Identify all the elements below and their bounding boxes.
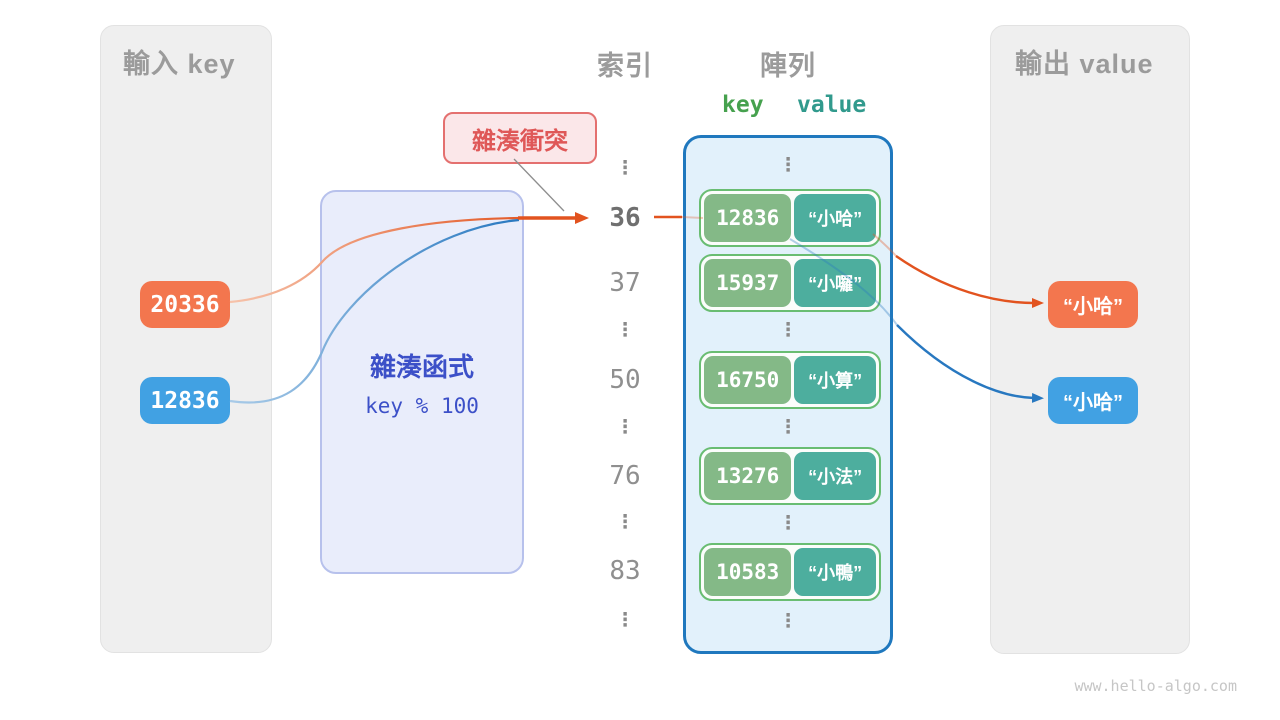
array-key-header: key xyxy=(722,92,764,118)
index-cell-76: 76 xyxy=(609,461,641,491)
pair-key-box: 15937 xyxy=(704,259,792,307)
array-pair-12836: 12836 “小哈” xyxy=(699,189,881,247)
index-ellipsis: ⋮ xyxy=(615,319,635,341)
array-value-header: value xyxy=(797,92,867,118)
array-pair-15937: 15937 “小囉” xyxy=(699,254,881,312)
pair-key-box: 13276 xyxy=(704,452,792,500)
pair-value-box: “小鴨” xyxy=(794,548,876,596)
pair-value-box: “小算” xyxy=(794,356,876,404)
output-value-orange: “小哈” xyxy=(1048,281,1138,328)
array-ellipsis: ⋮ xyxy=(778,319,798,341)
input-key-12836: 12836 xyxy=(140,377,230,424)
index-cell-83: 83 xyxy=(609,556,641,586)
index-column-title: 索引 xyxy=(597,51,653,81)
input-panel-title: 輸入 key xyxy=(123,49,236,79)
pair-value-box: “小法” xyxy=(794,452,876,500)
hash-collision-badge: 雜湊衝突 xyxy=(443,112,597,164)
hash-function-box: 雜湊函式 key % 100 xyxy=(320,190,524,574)
input-key-20336: 20336 xyxy=(140,281,230,328)
pair-key-box: 10583 xyxy=(704,548,792,596)
pair-key-box: 16750 xyxy=(704,356,792,404)
pair-value-box: “小哈” xyxy=(794,194,876,242)
input-panel xyxy=(100,25,272,653)
watermark: www.hello-algo.com xyxy=(1074,677,1237,695)
index-ellipsis: ⋮ xyxy=(615,416,635,438)
pair-key-box: 12836 xyxy=(704,194,792,242)
index-cell-36: 36 xyxy=(609,203,641,233)
hash-function-formula: key % 100 xyxy=(365,394,479,418)
index-ellipsis: ⋮ xyxy=(615,511,635,533)
output-panel xyxy=(990,25,1190,654)
pair-value-box: “小囉” xyxy=(794,259,876,307)
index-ellipsis: ⋮ xyxy=(615,157,635,179)
hash-function-title: 雜湊函式 xyxy=(369,352,474,382)
array-pair-10583: 10583 “小鴨” xyxy=(699,543,881,601)
array-column-title: 陣列 xyxy=(760,51,816,81)
index-cell-37: 37 xyxy=(609,268,641,298)
array-pair-13276: 13276 “小法” xyxy=(699,447,881,505)
index-cell-50: 50 xyxy=(609,365,641,395)
output-value-blue: “小哈” xyxy=(1048,377,1138,424)
index-ellipsis: ⋮ xyxy=(615,609,635,631)
array-ellipsis: ⋮ xyxy=(778,610,798,632)
array-ellipsis: ⋮ xyxy=(778,416,798,438)
array-ellipsis: ⋮ xyxy=(778,154,798,176)
array-ellipsis: ⋮ xyxy=(778,512,798,534)
array-pair-16750: 16750 “小算” xyxy=(699,351,881,409)
output-panel-title: 輸出 value xyxy=(1015,49,1154,79)
